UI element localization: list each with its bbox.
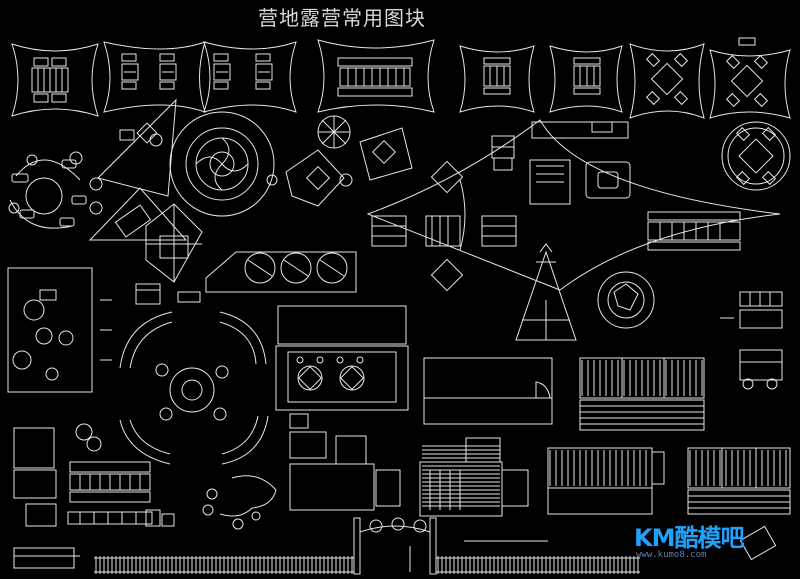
watermark-logo: KM酷模吧 bbox=[634, 524, 744, 552]
drawing-title: 营地露营常用图块 bbox=[258, 6, 426, 30]
watermark: KM酷模吧 www.kumo8.com bbox=[634, 518, 746, 566]
rect-camp-lot bbox=[7, 267, 112, 393]
round-pavilion bbox=[169, 111, 278, 217]
canopy-block-1 bbox=[11, 43, 99, 117]
container-cabin-5 bbox=[687, 447, 791, 515]
bench-cart-block bbox=[720, 291, 783, 390]
teepee-tent bbox=[515, 243, 577, 341]
fire-circle-seating bbox=[119, 311, 269, 465]
central-lodge bbox=[275, 305, 409, 411]
picnic-bench-row bbox=[145, 509, 175, 527]
circular-dining-area bbox=[8, 151, 103, 229]
utility-building bbox=[289, 413, 401, 511]
circular-tree-canopy bbox=[597, 271, 655, 329]
canopy-block-2 bbox=[103, 41, 206, 113]
watermark-url: www.kumo8.com bbox=[636, 550, 707, 560]
picnic-bench-group bbox=[135, 283, 201, 305]
large-membrane-structure bbox=[366, 119, 781, 292]
triangle-shade-sail bbox=[88, 98, 188, 241]
canopy-block-4 bbox=[317, 39, 435, 113]
round-tent-plan bbox=[721, 121, 791, 191]
hot-tub-deck bbox=[205, 251, 357, 293]
umbrella-table-group bbox=[285, 115, 413, 207]
canopy-block-6 bbox=[549, 45, 623, 113]
square-gazebo bbox=[145, 203, 203, 283]
cabin-1 bbox=[423, 357, 553, 425]
signboard bbox=[739, 525, 777, 561]
booth-kiosk bbox=[491, 121, 631, 205]
canopy-block-7 bbox=[629, 43, 705, 119]
stepping-path bbox=[202, 475, 277, 530]
canopy-block-8 bbox=[709, 37, 791, 119]
container-cabin-4 bbox=[547, 447, 665, 515]
caravan-block bbox=[13, 423, 102, 527]
long-table-set bbox=[67, 461, 153, 525]
entrance-gate bbox=[353, 517, 548, 575]
canopy-block-5 bbox=[459, 45, 535, 113]
canopy-block-3 bbox=[203, 41, 297, 113]
container-cabin-2 bbox=[579, 357, 705, 431]
